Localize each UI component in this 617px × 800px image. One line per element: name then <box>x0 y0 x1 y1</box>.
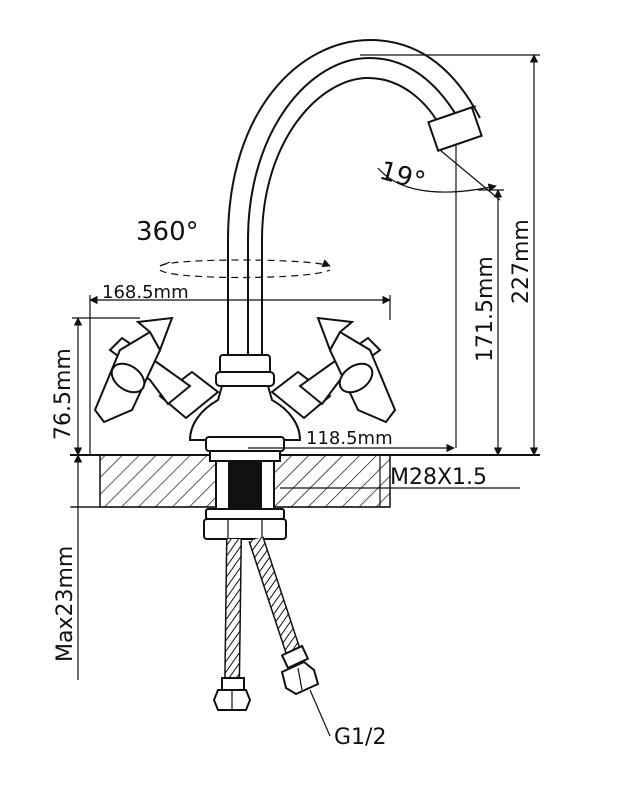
mounting-shank <box>203 450 287 540</box>
thread-label: M28X1.5 <box>390 465 487 490</box>
spout-angle-label: 19° <box>376 156 429 198</box>
right-handle <box>270 316 397 424</box>
hoses <box>224 536 304 691</box>
rotation-label: 360° <box>136 217 199 247</box>
spout-reach-label: 118.5mm <box>306 428 393 449</box>
dimension-lines <box>72 54 540 737</box>
left-handle <box>93 316 220 424</box>
handle-height-label: 76.5mm <box>51 348 76 440</box>
hose-nut-left <box>212 677 252 711</box>
spout <box>227 38 483 360</box>
connection-label: G1/2 <box>334 725 386 750</box>
hose-nut-right <box>280 644 320 696</box>
spout-height-label: 171.5mm <box>473 256 498 362</box>
total-height-label: 227mm <box>509 219 534 304</box>
max-thickness-label: Max23mm <box>53 546 78 662</box>
handle-width-label: 168.5mm <box>102 282 189 303</box>
spout-angle-indicator <box>377 145 501 448</box>
rotation-indicator <box>159 259 331 279</box>
spout-collar <box>215 354 275 387</box>
